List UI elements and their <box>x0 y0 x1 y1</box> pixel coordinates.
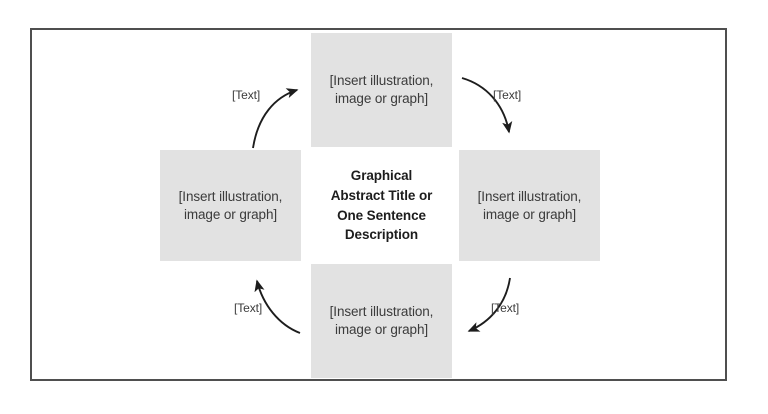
placeholder-box-bottom-text: [Insert illustration, image or graph] <box>330 303 434 339</box>
placeholder-box-right-line-2: image or graph] <box>482 206 577 222</box>
placeholder-box-right-text: [Insert illustration, image or graph] <box>478 188 582 224</box>
graphical-abstract-title-text: Graphical Abstract Title or One Sentence… <box>331 166 433 244</box>
placeholder-box-right-line-1: [Insert illustration, <box>477 188 582 204</box>
graphical-abstract-title[interactable]: Graphical Abstract Title or One Sentence… <box>311 150 452 261</box>
connector-label-top-left[interactable]: [Text] <box>232 88 261 102</box>
title-line-2: Abstract Title or <box>330 187 433 203</box>
placeholder-box-left-line-2: image or graph] <box>183 206 278 222</box>
placeholder-box-bottom[interactable]: [Insert illustration, image or graph] <box>311 264 452 378</box>
placeholder-box-top-text: [Insert illustration, image or graph] <box>330 72 434 108</box>
title-line-4: Description <box>344 227 419 243</box>
title-line-3: One Sentence <box>337 207 426 223</box>
placeholder-box-left-line-1: [Insert illustration, <box>178 188 283 204</box>
placeholder-box-left-text: [Insert illustration, image or graph] <box>179 188 283 224</box>
placeholder-box-top-line-1: [Insert illustration, <box>329 73 434 89</box>
title-line-1: Graphical <box>350 168 413 184</box>
placeholder-box-top-line-2: image or graph] <box>334 91 429 106</box>
connector-label-top-right[interactable]: [Text] <box>493 88 522 102</box>
connector-label-bottom-right[interactable]: [Text] <box>491 301 520 315</box>
placeholder-box-bottom-line-1: [Insert illustration, <box>329 304 434 320</box>
placeholder-box-bottom-line-2: image or graph] <box>334 322 429 337</box>
placeholder-box-right[interactable]: [Insert illustration, image or graph] <box>459 150 600 261</box>
placeholder-box-left[interactable]: [Insert illustration, image or graph] <box>160 150 301 261</box>
connector-label-bottom-left[interactable]: [Text] <box>234 301 263 315</box>
placeholder-box-top[interactable]: [Insert illustration, image or graph] <box>311 33 452 147</box>
